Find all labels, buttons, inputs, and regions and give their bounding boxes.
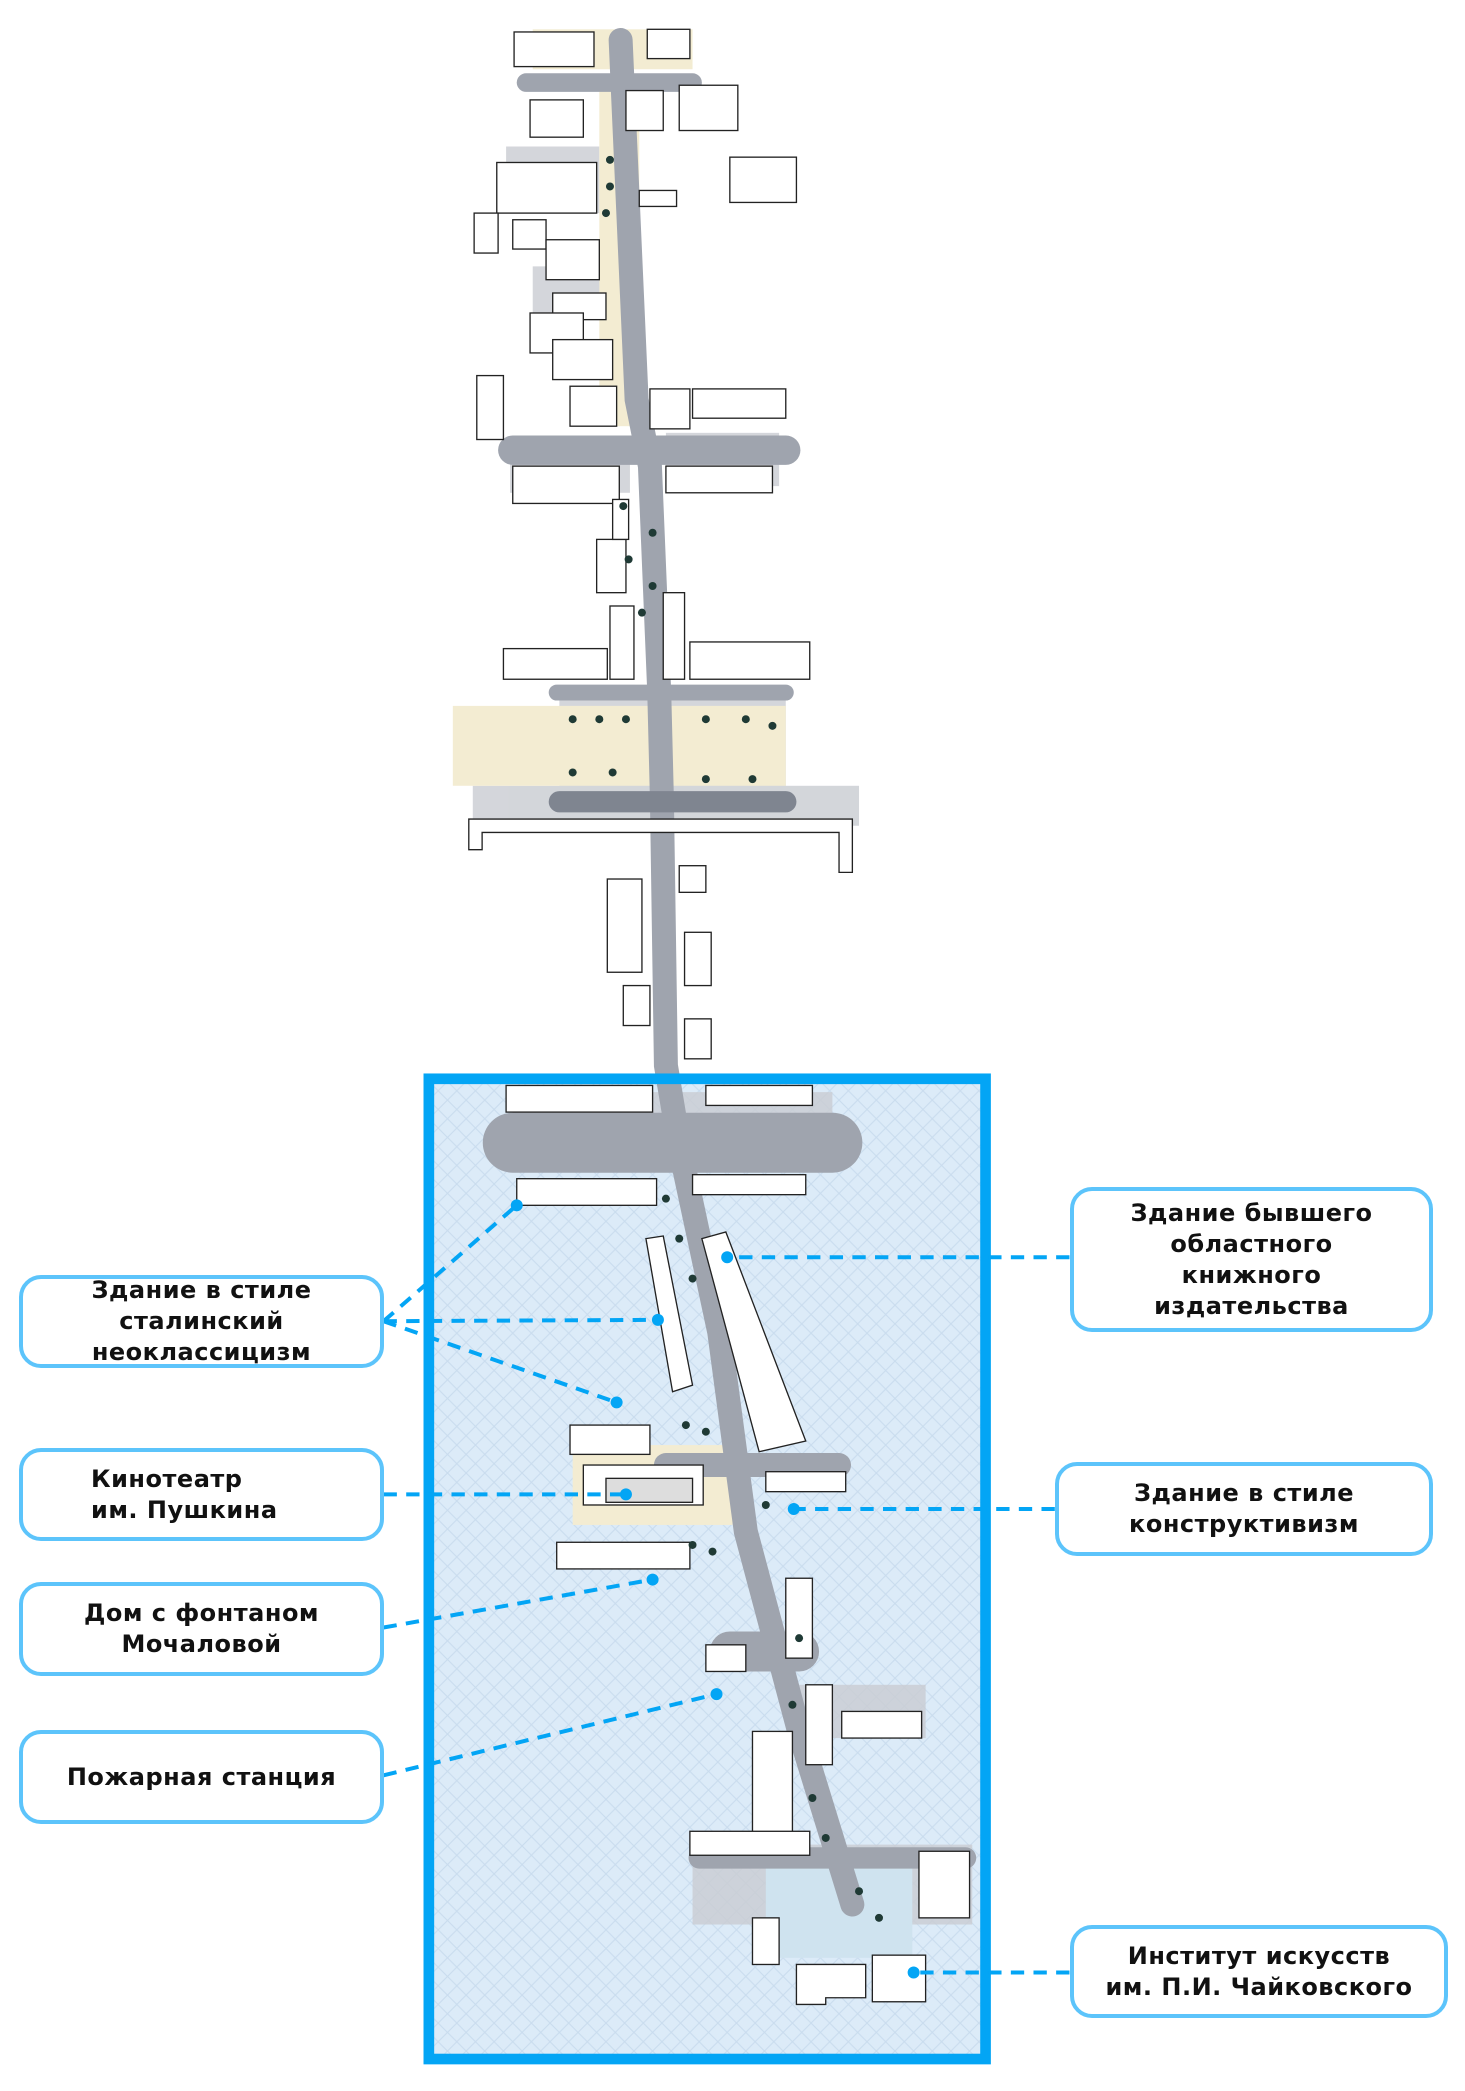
label-constructivism: Здание в стиле конструктивизм — [1055, 1462, 1433, 1556]
label-mochalova-fountain-house: Дом с фонтаном Мочаловой — [19, 1582, 384, 1676]
buildings — [468, 28, 971, 2006]
marker-dot — [646, 1573, 659, 1586]
leader-lines — [382, 1203, 1070, 1975]
label-fire-station: Пожарная станция — [19, 1730, 384, 1824]
label-publishing-house: Здание бывшего областного книжного издат… — [1070, 1187, 1433, 1332]
marker-dot — [710, 1688, 723, 1701]
trees — [568, 155, 883, 1922]
marker-dot — [721, 1251, 734, 1264]
marker-dot — [619, 1488, 632, 1501]
label-tchaikovsky-institute: Институт искусств им. П.И. Чайковского — [1070, 1925, 1448, 2018]
highlight-frame — [423, 1073, 991, 2065]
marker-dots — [510, 1199, 920, 1979]
marker-dot — [610, 1396, 623, 1409]
label-pushkin-cinema: Кинотеатр им. Пушкина — [19, 1448, 384, 1541]
marker-dot — [510, 1199, 523, 1212]
marker-dot — [907, 1966, 920, 1979]
marker-dot — [787, 1502, 800, 1515]
label-stalin-neoclassicism: Здание в стиле сталинский неоклассицизм — [19, 1275, 384, 1368]
marker-dot — [651, 1313, 664, 1326]
